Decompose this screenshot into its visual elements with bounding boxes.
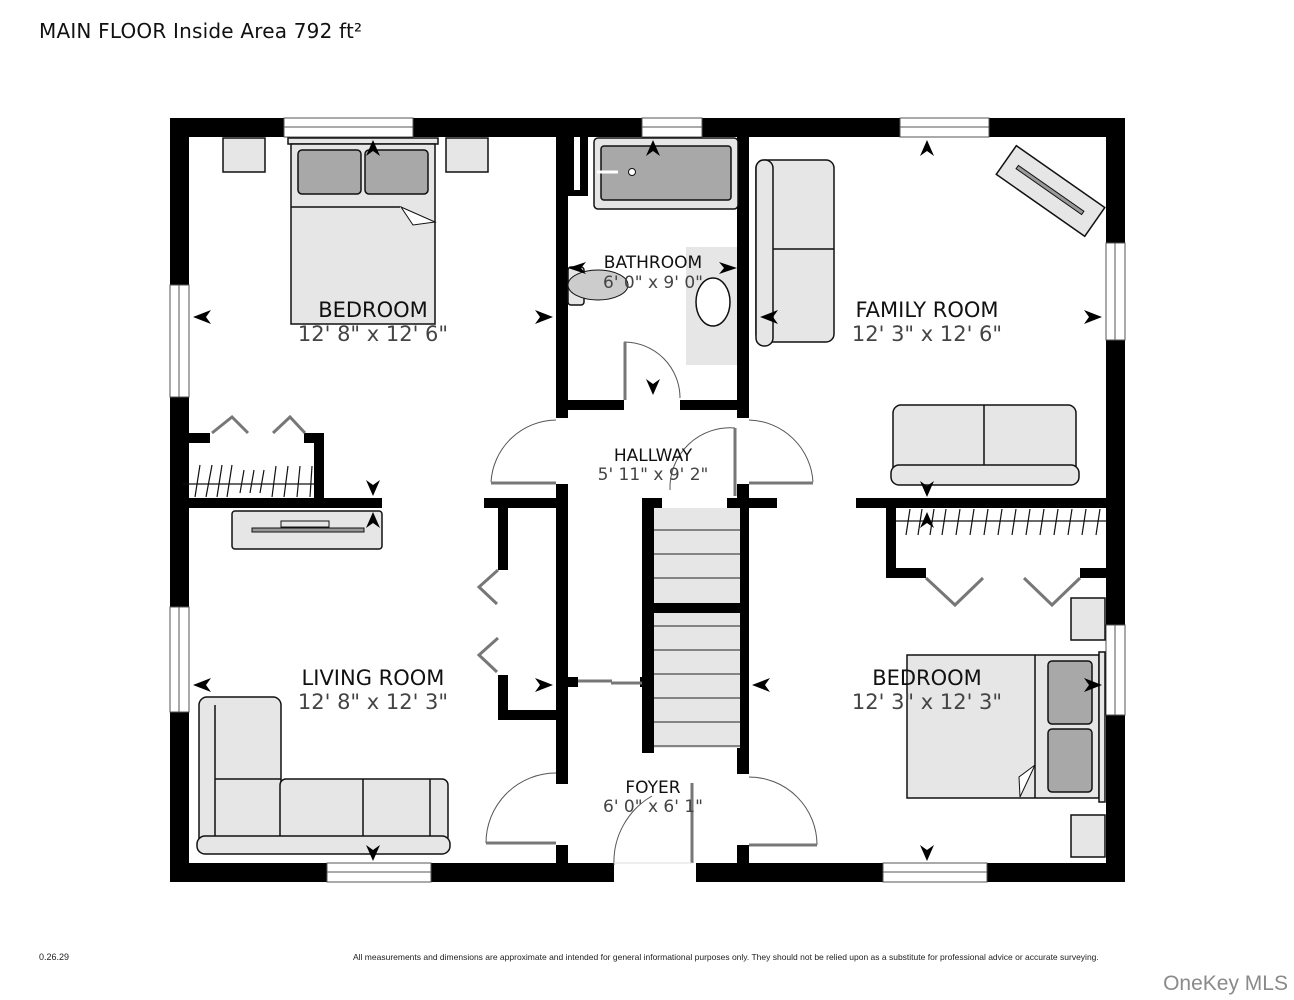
interior-walls [183,118,1111,865]
nightstand [222,137,266,173]
room-dimensions: 12' 3" x 12' 6" [852,322,1002,346]
bed-bedroom-2 [906,651,1106,803]
version-label: 0.26.29 [39,952,70,962]
windows [169,117,1126,883]
room-label-family-room: FAMILY ROOM 12' 3" x 12' 6" [852,298,1002,346]
room-dimensions: 12' 3" x 12' 3" [852,690,1002,714]
disclaimer-text: All measurements and dimensions are appr… [353,952,1099,962]
room-label-bedroom-1: BEDROOM 12' 8" x 12' 6" [298,298,448,346]
room-label-bathroom: BATHROOM 6' 0" x 9' 0" [603,253,703,293]
bed-bedroom-1 [287,137,439,325]
room-label-bedroom-2: BEDROOM 12' 3" x 12' 3" [852,666,1002,714]
measure-arrows [193,140,1102,861]
sectional-sofa [196,696,451,855]
staircase [654,508,740,748]
room-label-living-room: LIVING ROOM 12' 8" x 12' 3" [298,666,448,714]
room-dimensions: 6' 0" x 9' 0" [603,273,703,293]
brand-watermark: OneKey MLS [1163,972,1288,995]
nightstand [445,137,489,173]
room-dimensions: 12' 8" x 12' 3" [298,690,448,714]
room-label-foyer: FOYER 6' 0" x 6' 1" [603,778,703,817]
room-name: BEDROOM [872,666,982,690]
doors [211,341,1082,866]
room-name: HALLWAY [614,446,693,466]
nightstand [1070,597,1106,641]
tv-stand-family [995,144,1106,238]
floor-title: MAIN FLOOR Inside Area 792 ft² [39,19,363,43]
closet-rods [183,464,1106,536]
bathtub [593,137,739,210]
room-name: FOYER [625,778,680,798]
tv-stand-living [231,510,383,550]
sofa-family-left [755,159,835,347]
room-dimensions: 12' 8" x 12' 6" [298,322,448,346]
room-name: LIVING ROOM [302,666,445,690]
room-name: BEDROOM [318,298,428,322]
room-dimensions: 6' 0" x 6' 1" [603,797,703,817]
room-label-hallway: HALLWAY 5' 11" x 9' 2" [598,446,709,485]
room-dimensions: 5' 11" x 9' 2" [598,465,709,485]
room-name: BATHROOM [604,253,702,273]
sofa-family-bottom [890,404,1080,486]
room-name: FAMILY ROOM [855,298,998,322]
nightstand [1070,814,1106,858]
